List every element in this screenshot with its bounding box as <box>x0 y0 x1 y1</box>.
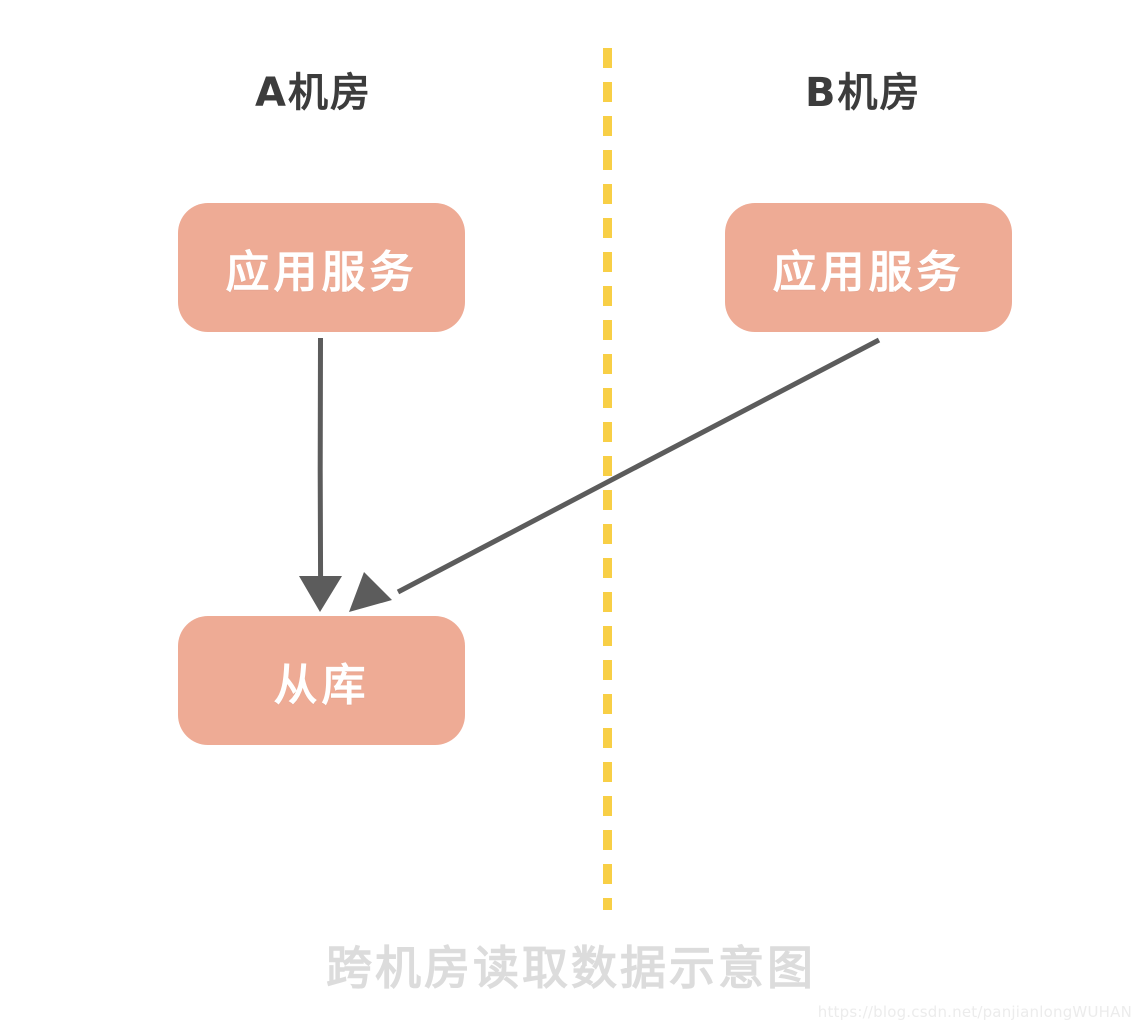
zone-title-b: B机房 <box>805 70 922 116</box>
zone-divider-dashed-line <box>603 48 612 910</box>
zone-title-a: A机房 <box>255 70 372 116</box>
node-app-service-b[interactable]: 应用服务 <box>725 203 1012 332</box>
source-watermark: https://blog.csdn.net/panjianlongWUHAN <box>817 1003 1132 1021</box>
edge-app-a-to-slave <box>299 337 342 612</box>
node-app-service-a[interactable]: 应用服务 <box>178 203 465 332</box>
node-slave-database-a[interactable]: 从库 <box>178 616 465 745</box>
edge-app-b-to-slave <box>349 337 881 612</box>
figure-caption: 跨机房读取数据示意图 <box>326 941 816 995</box>
